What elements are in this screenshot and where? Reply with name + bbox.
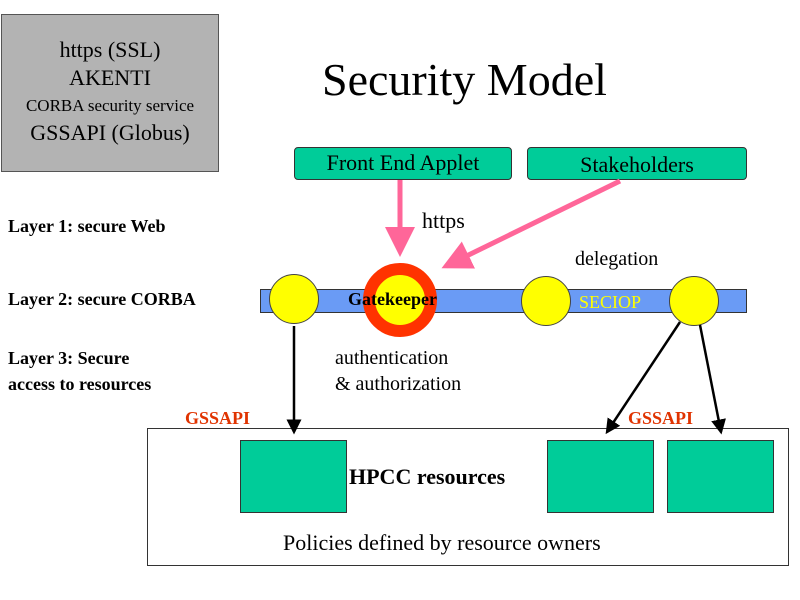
protocol-item: GSSAPI (Globus) [30, 120, 190, 145]
slide-title: Security Model [322, 54, 607, 105]
protocol-list-box: https (SSL) AKENTI CORBA security servic… [1, 14, 219, 172]
protocol-item: https (SSL) [59, 37, 161, 62]
gssapi-label-right: GSSAPI [628, 408, 694, 428]
gatekeeper-label: Gatekeeper [348, 289, 437, 309]
protocol-item: AKENTI [69, 65, 151, 90]
gssapi-arrow-right-2 [698, 324, 726, 435]
seciop-label: SECIOP [579, 292, 642, 312]
auth-line-1: authentication [335, 347, 449, 369]
policies-label: Policies defined by resource owners [283, 530, 601, 555]
corba-node-middle [521, 276, 571, 326]
auth-line-2: & authorization [335, 373, 462, 395]
hpcc-resources-label: HPCC resources [349, 464, 506, 489]
resource-block [240, 440, 347, 513]
layer-3-label: Layer 3: Secure access to resources [8, 345, 228, 397]
stakeholders-box: Stakeholders [527, 147, 747, 180]
layer-2-label: Layer 2: secure CORBA [8, 289, 196, 309]
corba-node-left [269, 274, 319, 324]
resource-block [547, 440, 654, 513]
https-arrow-stakeholders [441, 178, 622, 269]
front-end-applet-box: Front End Applet [294, 147, 512, 180]
layer-3-line-1: Layer 3: Secure [8, 348, 130, 368]
delegation-label: delegation [575, 248, 659, 270]
layer-3-line-2: access to resources [8, 374, 152, 394]
resource-block [667, 440, 774, 513]
corba-node-right [669, 276, 719, 326]
protocol-item: CORBA security service [25, 96, 195, 115]
corba-bus-bar [260, 289, 747, 313]
layer-1-label: Layer 1: secure Web [8, 216, 166, 236]
gssapi-arrow-right-1 [605, 321, 682, 435]
gssapi-label-left: GSSAPI [185, 408, 251, 428]
https-label: https [422, 208, 465, 233]
authentication-authorization-label: authentication & authorization [335, 345, 555, 397]
